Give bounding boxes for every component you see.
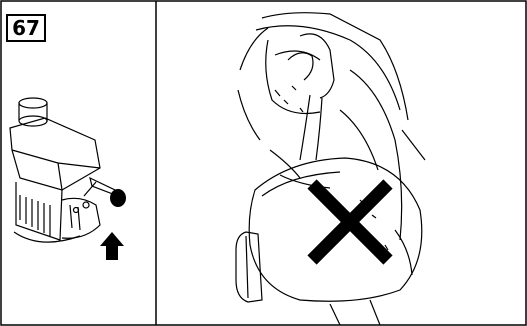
figure-number-badge: 67	[6, 14, 46, 42]
cross-icon	[312, 184, 388, 260]
engine-illustration	[10, 98, 118, 242]
lever-knob	[110, 189, 126, 207]
arrow-up-icon	[100, 232, 124, 260]
mower-illustration	[236, 13, 425, 325]
